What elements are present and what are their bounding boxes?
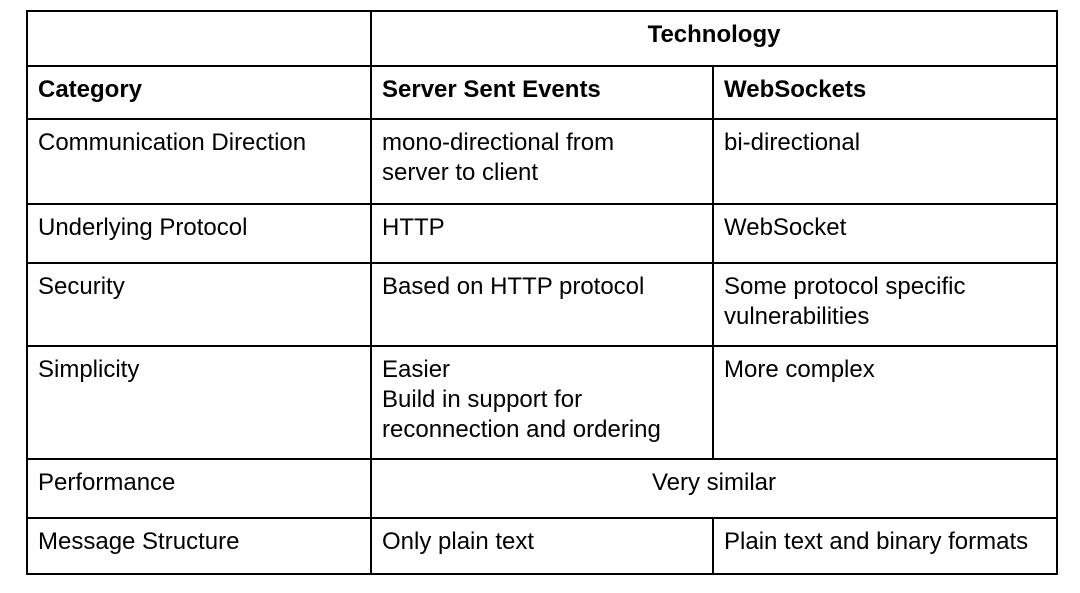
ws-cell: Some protocol specific vulnerabilities [711,262,1059,347]
ws-cell: WebSocket [711,203,1059,264]
sse-cell: HTTP [370,203,714,264]
sse-cell: Easier Build in support for reconnection… [370,345,714,460]
row-simplicity: Simplicity Easier Build in support for r… [26,345,1059,460]
sse-cell: mono-directional from server to client [370,118,714,205]
category-cell: Performance [26,458,372,519]
category-cell: Communication Direction [26,118,372,205]
technology-group-header: Technology [369,10,1059,67]
ws-cell: bi-directional [711,118,1059,205]
ws-cell: More complex [711,345,1059,460]
sse-cell: Only plain text [370,517,714,575]
row-underlying-protocol: Underlying Protocol HTTP WebSocket [26,203,1059,264]
comparison-table: Technology Category Server Sent Events W… [26,10,1059,575]
column-header-sse: Server Sent Events [370,65,714,120]
category-cell: Underlying Protocol [26,203,372,264]
row-performance: Performance Very similar [26,458,1059,519]
ws-cell: Plain text and binary formats [711,517,1059,575]
category-cell: Message Structure [26,517,372,575]
sse-cell: Based on HTTP protocol [370,262,714,347]
column-header-category: Category [26,65,372,120]
column-header-row: Category Server Sent Events WebSockets [26,65,1059,120]
column-header-ws: WebSockets [711,65,1059,120]
row-security: Security Based on HTTP protocol Some pro… [26,262,1059,347]
technology-header-row: Technology [26,10,1059,67]
merged-performance-cell: Very similar [369,458,1059,519]
category-cell: Simplicity [26,345,372,460]
empty-corner-cell [26,10,372,67]
row-message-structure: Message Structure Only plain text Plain … [26,517,1059,575]
category-cell: Security [26,262,372,347]
row-communication-direction: Communication Direction mono-directional… [26,118,1059,205]
